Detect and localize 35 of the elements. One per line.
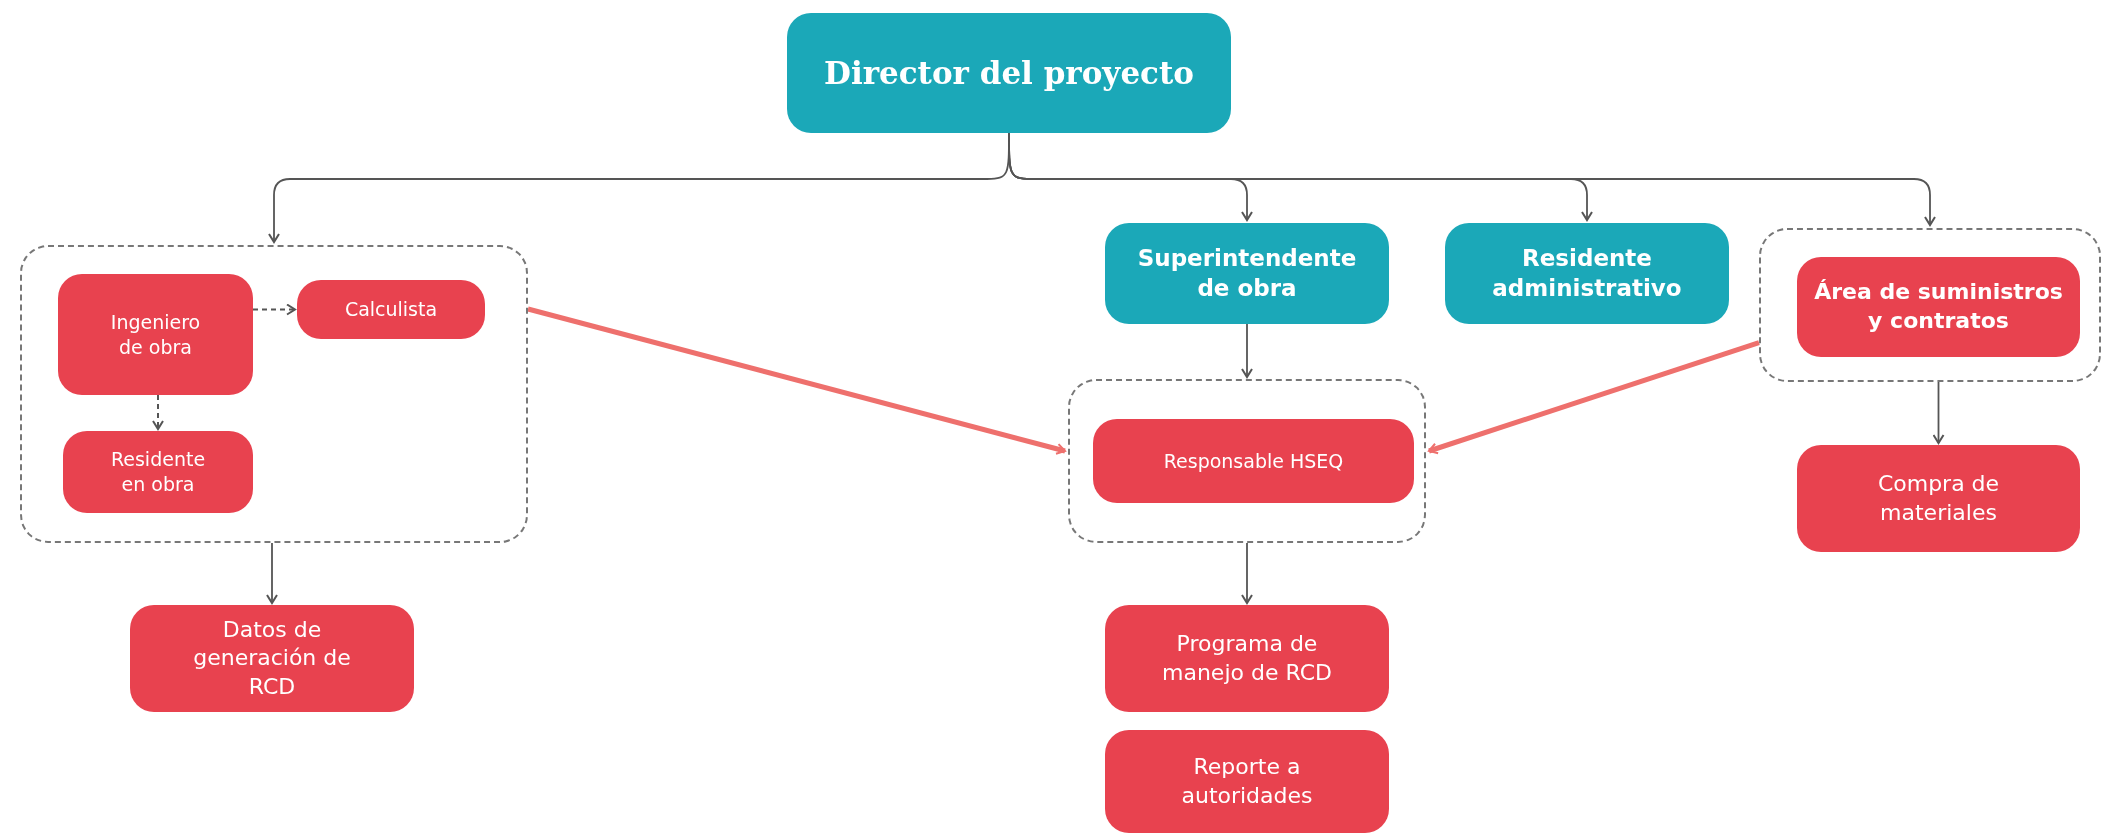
node-label: Residente en obra — [109, 447, 207, 497]
role-box — [1093, 419, 1414, 503]
arrow — [266, 542, 278, 604]
arrow — [1241, 542, 1253, 604]
arrow — [152, 394, 164, 430]
role-box — [58, 274, 253, 395]
role-box — [1105, 223, 1389, 324]
role-box — [63, 431, 253, 513]
dashed-group-frame — [20, 245, 528, 543]
task-box — [1105, 605, 1389, 712]
task-box — [1797, 445, 2080, 552]
arrow — [1428, 340, 1760, 455]
node-label: Residente administrativo — [1491, 243, 1683, 303]
arrow — [1932, 381, 1945, 444]
node-label: Compra de materiales — [1876, 469, 2001, 527]
role-box — [1797, 257, 2080, 357]
task-box — [1105, 730, 1389, 833]
node-label: Reporte a autoridades — [1180, 752, 1314, 810]
node-label: Superintendente de obra — [1136, 243, 1358, 303]
node-label: Calculista — [344, 297, 438, 322]
arrow — [252, 303, 296, 316]
arrow — [1241, 323, 1253, 378]
dashed-group-frame — [1759, 228, 2101, 382]
node-label: Programa de manejo de RCD — [1161, 629, 1333, 687]
node-label: Ingeniero de obra — [109, 309, 202, 360]
task-box — [130, 605, 414, 712]
role-box — [1445, 223, 1729, 324]
dashed-group-frame — [1068, 379, 1426, 543]
node-label: Datos de generación de RCD — [192, 615, 352, 701]
node-label: Responsable HSEQ — [1163, 448, 1344, 474]
title-box — [787, 13, 1231, 133]
node-label: Director del proyecto — [824, 53, 1194, 93]
arrow — [527, 306, 1066, 455]
node-label: Área de suministros y contratos — [1813, 278, 2064, 335]
role-box — [297, 280, 485, 339]
